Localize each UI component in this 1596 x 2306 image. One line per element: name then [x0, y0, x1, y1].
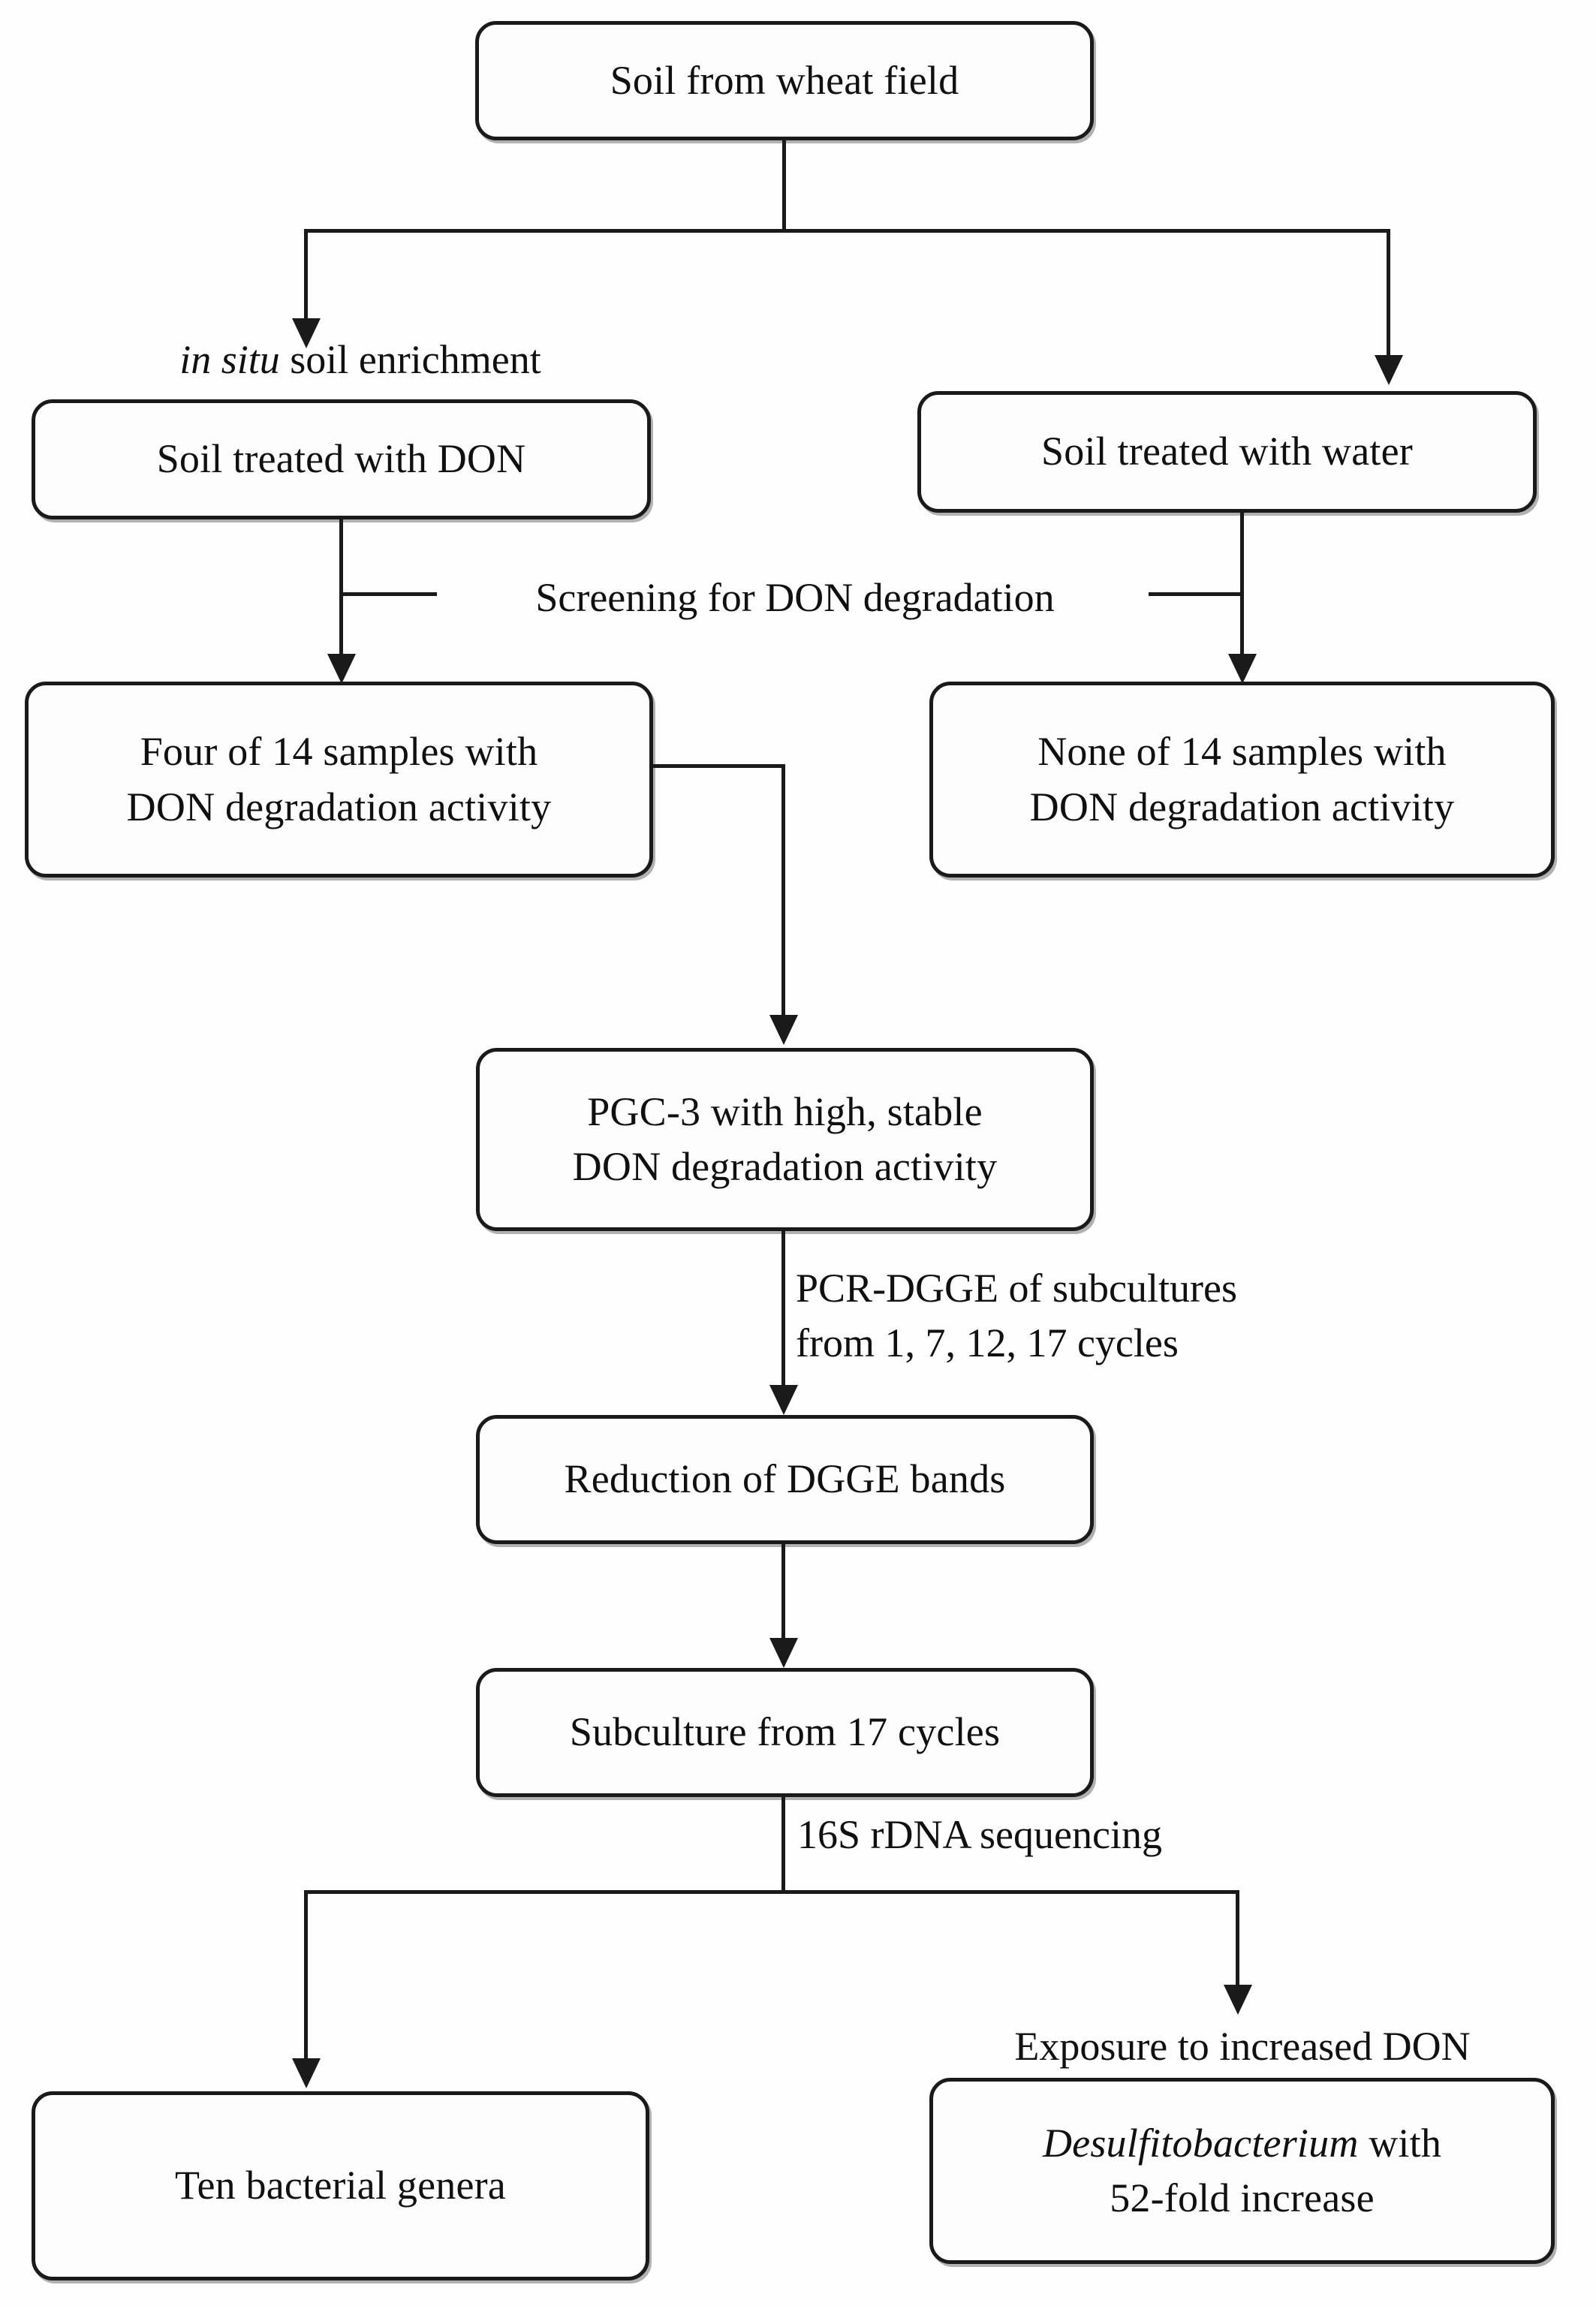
- arrowhead-to-four-of-14: [327, 654, 356, 684]
- connector-n3-stem: [1240, 513, 1244, 658]
- node-label: Reduction of DGGE bands: [564, 1456, 1006, 1502]
- arrowhead-to-subculture: [769, 1638, 798, 1668]
- in-situ-rest: soil enrichment: [279, 337, 541, 382]
- connector-top-split-bar: [306, 229, 1390, 233]
- connector-top-split-right-drop: [1387, 229, 1390, 360]
- node-label-line1: PGC-3 with high, stable: [587, 1088, 983, 1134]
- arrowhead-to-soil-don: [292, 318, 321, 348]
- node-label: Soil treated with DON: [156, 436, 526, 482]
- arrowhead-to-reduction-dgge: [769, 1385, 798, 1415]
- edge-label-exposure-to-increased-don: Exposure to increased DON: [1014, 2024, 1471, 2069]
- arrowhead-to-desulfitobacterium: [1224, 1985, 1252, 2015]
- connector-bottom-split-right-drop: [1236, 1890, 1239, 1989]
- node-desulfitobacterium-52-fold-increase: Desulfitobacterium with 52-fold increase: [929, 2078, 1555, 2264]
- node-label-line1: Four of 14 samples with: [140, 729, 538, 775]
- node-label: Soil from wheat field: [610, 57, 959, 103]
- node-label-line2: DON degradation activity: [572, 1144, 998, 1189]
- connector-pgc3-to-reduction: [781, 1231, 785, 1389]
- node-label-line2: DON degradation activity: [126, 784, 552, 829]
- node-label: Subculture from 17 cycles: [569, 1709, 1001, 1755]
- connector-reduction-to-subculture: [781, 1544, 785, 1642]
- node-label: Ten bacterial genera: [175, 2163, 506, 2208]
- connector-n2-stem: [339, 519, 343, 658]
- node-subculture-from-17-cycles: Subculture from 17 cycles: [476, 1668, 1094, 1797]
- edge-label-screening-for-don-degradation: Screening for DON degradation: [535, 575, 1055, 620]
- connector-subculture-stem: [781, 1797, 785, 1892]
- pcr-dgge-line2: from 1, 7, 12, 17 cycles: [796, 1320, 1179, 1366]
- node-label-line2: DON degradation activity: [1029, 784, 1455, 829]
- connector-bottom-split-left-drop: [304, 1890, 308, 2063]
- node-label: Soil treated with water: [1041, 429, 1413, 474]
- edge-label-pcr-dgge-subcultures: PCR-DGGE of subcultures from 1, 7, 12, 17…: [796, 1261, 1471, 1371]
- edge-label-16s-rdna-sequencing: 16S rDNA sequencing: [797, 1812, 1162, 1857]
- in-situ-italic: in situ: [179, 337, 280, 382]
- node-label-genus-italic: Desulfitobacterium: [1042, 2120, 1359, 2166]
- connector-bottom-split-bar: [306, 1890, 1239, 1894]
- node-label-line2: 52-fold increase: [1110, 2175, 1375, 2220]
- arrowhead-to-soil-water: [1375, 355, 1403, 385]
- node-label-line1: None of 14 samples with: [1037, 729, 1447, 775]
- connector-screening-tick-right: [1149, 592, 1243, 596]
- edge-label-in-situ-soil-enrichment: in situ soil enrichment: [90, 333, 631, 387]
- arrowhead-to-ten-bacterial-genera: [292, 2058, 321, 2088]
- node-soil-from-wheat-field: Soil from wheat field: [475, 21, 1094, 140]
- arrowhead-to-pgc3: [769, 1015, 798, 1045]
- node-soil-treated-with-water: Soil treated with water: [917, 391, 1537, 513]
- connector-n4-exit-right: [650, 764, 785, 768]
- arrowhead-to-none-of-14: [1228, 654, 1257, 684]
- node-label: Desulfitobacterium with 52-fold increase: [1031, 2116, 1453, 2226]
- node-label-line1-rest: with: [1358, 2120, 1442, 2166]
- connector-screening-tick-left: [339, 592, 437, 596]
- node-ten-bacterial-genera: Ten bacterial genera: [32, 2091, 649, 2280]
- connector-top-split-left-drop: [304, 229, 308, 323]
- node-soil-treated-with-don: Soil treated with DON: [32, 399, 651, 519]
- pcr-dgge-line1: PCR-DGGE of subcultures: [796, 1266, 1237, 1311]
- connector-n1-stem: [782, 140, 786, 232]
- connector-n4-down-to-pgc3: [781, 764, 785, 1019]
- node-reduction-of-dgge-bands: Reduction of DGGE bands: [476, 1415, 1094, 1544]
